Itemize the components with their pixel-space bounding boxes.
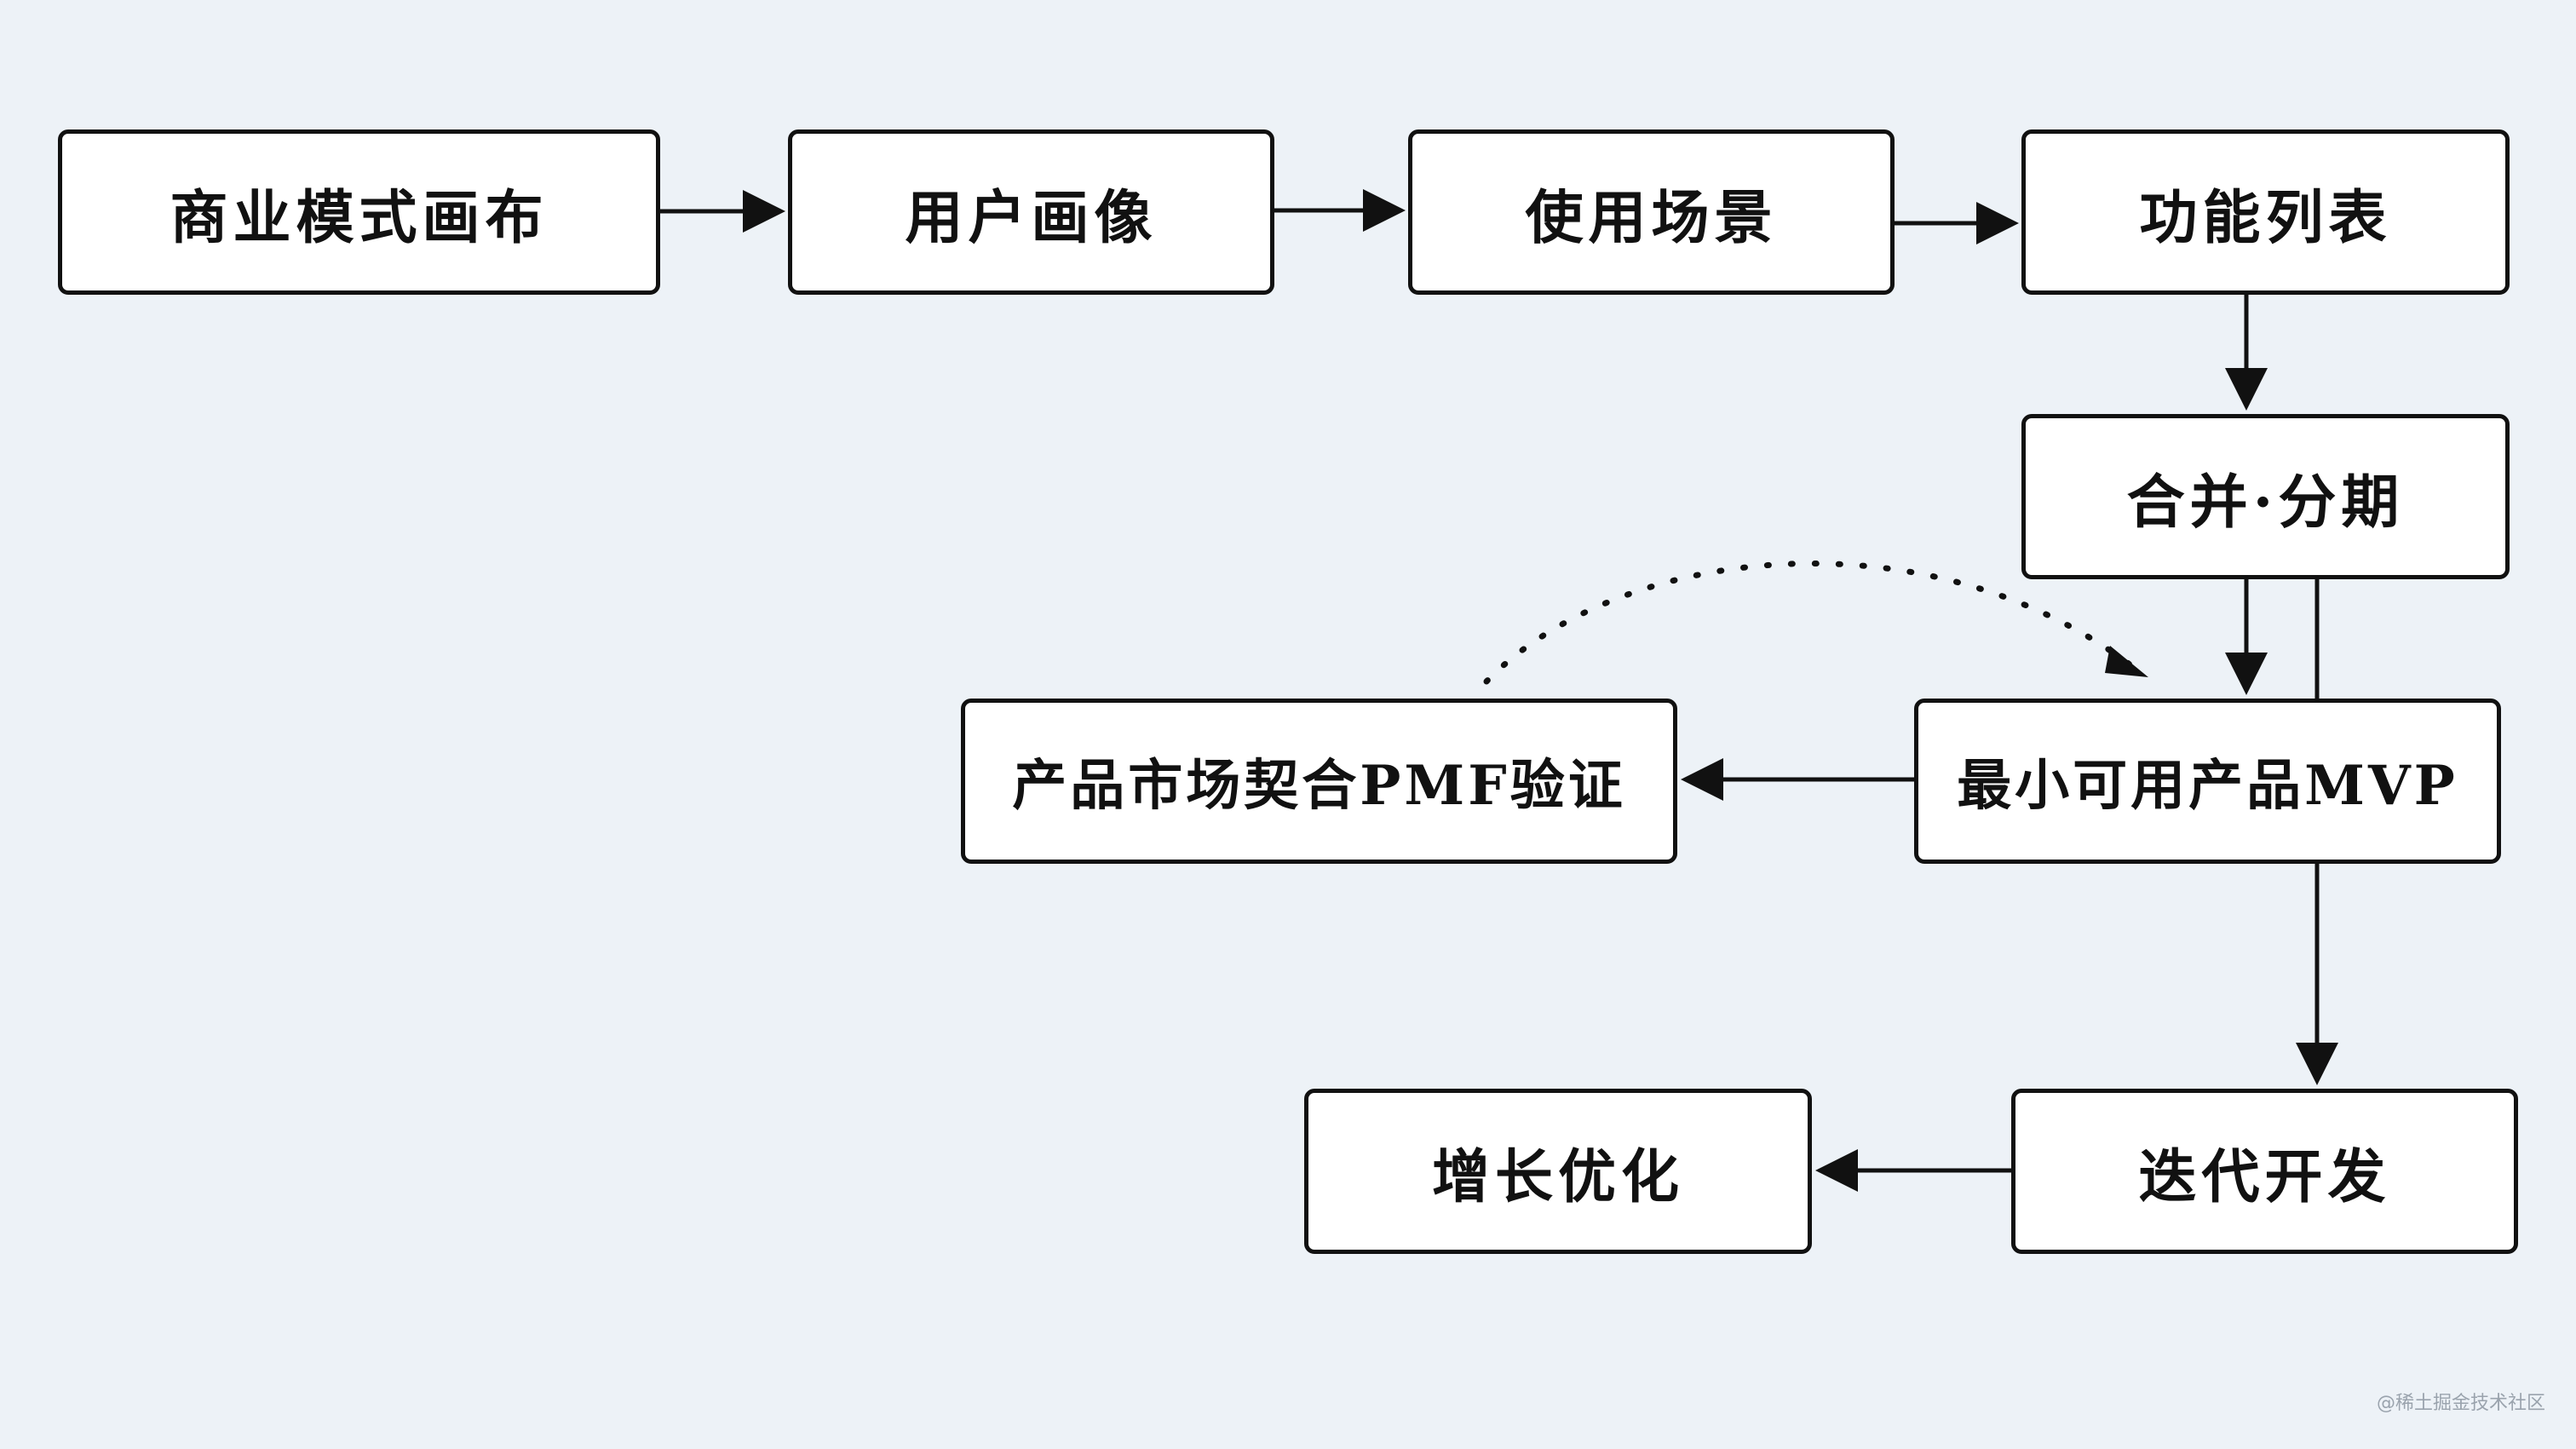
node-iterative-development: 迭代开发 [2011, 1089, 2518, 1254]
node-feature-list: 功能列表 [2021, 129, 2510, 295]
node-business-model-canvas: 商业模式画布 [58, 129, 660, 295]
node-label: 迭代开发 [2138, 1142, 2391, 1211]
node-mvp: 最小可用产品MVP [1914, 699, 2501, 864]
node-label: 使用场景 [1525, 183, 1778, 252]
node-usage-scenario: 使用场景 [1408, 129, 1895, 295]
node-user-persona: 用户画像 [788, 129, 1274, 295]
node-label: 合并·分期 [2126, 468, 2405, 537]
node-label: 功能列表 [2139, 183, 2392, 252]
edge-pmf-to-mvp-feedback [1483, 561, 2133, 685]
node-label: 增长优化 [1431, 1142, 1684, 1211]
node-label: 产品市场契合PMF验证 [1012, 754, 1626, 818]
node-pmf-validation: 产品市场契合PMF验证 [961, 699, 1677, 864]
watermark: @稀土掘金技术社区 [2376, 1393, 2545, 1414]
node-label: 商业模式画布 [170, 183, 549, 252]
node-label: 最小可用产品MVP [1957, 754, 2458, 818]
node-merge-phase: 合并·分期 [2021, 414, 2510, 579]
node-growth-optimization: 增长优化 [1304, 1089, 1812, 1254]
node-label: 用户画像 [905, 183, 1158, 252]
edge-pmf-to-mvp-arrowhead [2105, 646, 2148, 677]
